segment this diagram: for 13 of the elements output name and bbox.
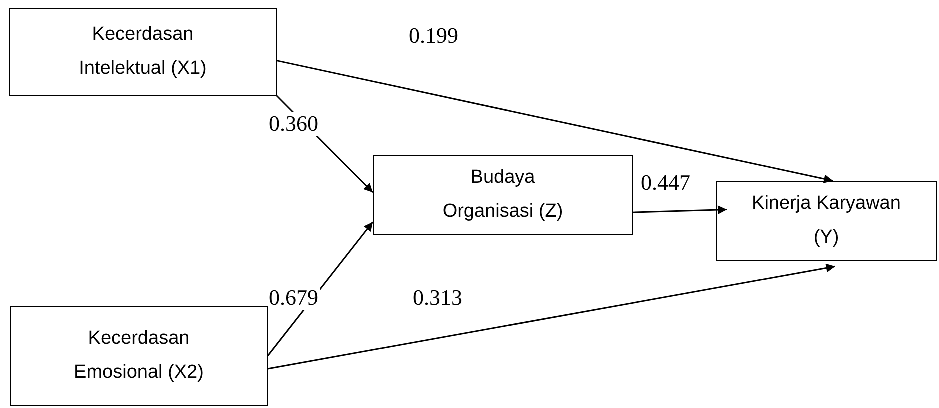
variable-box xyxy=(9,8,277,96)
edge-label: 0.679 xyxy=(268,286,320,310)
arrow xyxy=(632,206,728,215)
edge-label: 0.360 xyxy=(268,112,320,136)
variable-label: Kinerja Karyawan (Y) xyxy=(752,192,902,250)
variable-label: Budaya Organisasi (Z) xyxy=(442,166,564,224)
variable-box xyxy=(10,306,268,406)
variable-box xyxy=(716,181,937,261)
arrow xyxy=(268,264,836,370)
variable-label: Kecerdasan Emosional (X2) xyxy=(73,327,205,385)
variable-box xyxy=(373,155,633,235)
variable-label: Kecerdasan Intelektual (X1) xyxy=(78,23,208,81)
arrow xyxy=(276,60,834,184)
